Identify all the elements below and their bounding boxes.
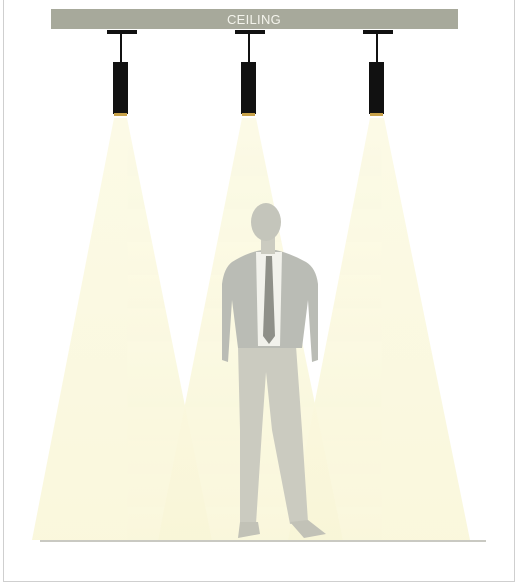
person-head — [251, 203, 281, 241]
ceiling-label: CEILING — [227, 12, 281, 27]
fixture-left — [107, 30, 137, 116]
fixture-right — [363, 30, 393, 116]
fixture-center — [235, 30, 265, 116]
